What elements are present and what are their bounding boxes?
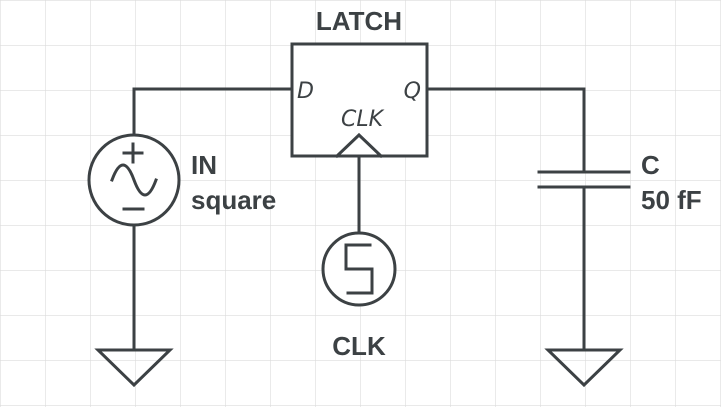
ground-icon (94, 348, 174, 388)
capacitor-name-label: C (641, 150, 660, 180)
latch-title: LATCH (316, 6, 402, 36)
latch-block: LATCH D Q CLK (290, 6, 429, 159)
square-wave-source-icon (321, 231, 397, 307)
ground-icon (544, 348, 624, 388)
sine-source-icon (87, 133, 181, 227)
pin-d-label: D (297, 79, 314, 104)
capacitor-value-label: 50 fF (641, 185, 702, 215)
wire-in-to-d (132, 87, 294, 137)
source-waveform-label: square (191, 185, 276, 215)
pin-q-label: Q (404, 79, 421, 104)
wires (132, 87, 586, 352)
wire-q-to-cap (425, 87, 586, 172)
source-name-label: IN (191, 150, 217, 180)
clk-source-label: CLK (332, 331, 386, 361)
capacitor-icon (537, 170, 631, 189)
clock-edge-icon (334, 132, 384, 159)
pin-clk-label: CLK (341, 107, 385, 132)
